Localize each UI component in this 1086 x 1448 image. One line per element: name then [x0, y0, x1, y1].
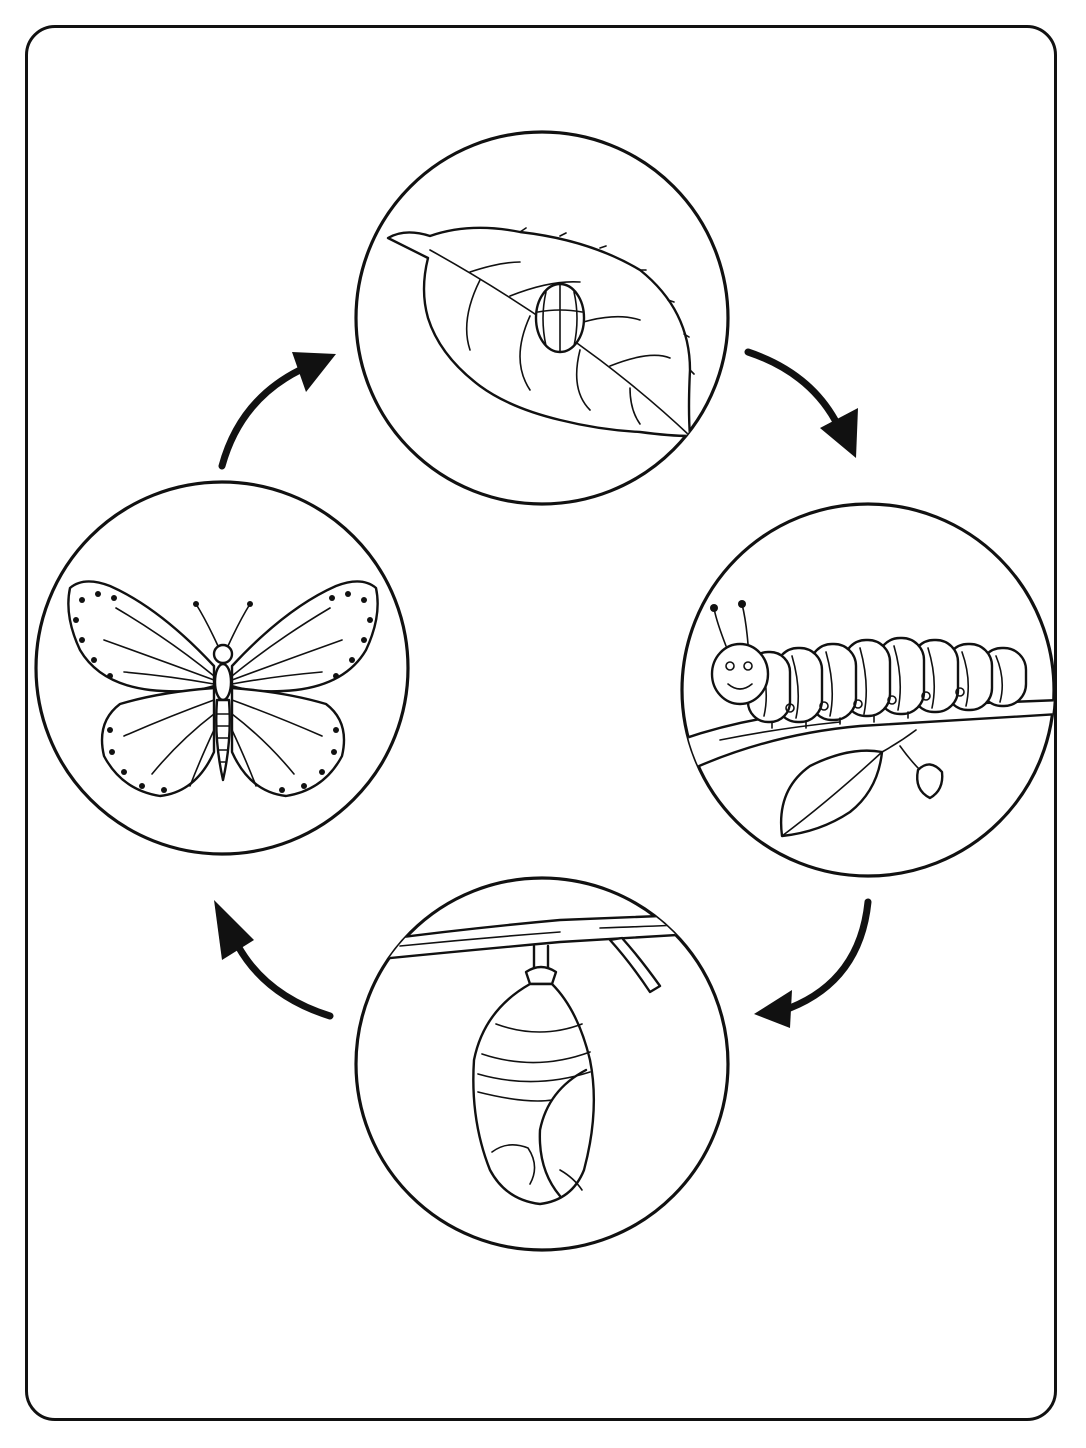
caterpillar-icon	[682, 600, 1054, 838]
caterpillar-body	[746, 636, 1028, 729]
stage-egg	[354, 130, 730, 506]
stage-caterpillar	[680, 502, 1056, 878]
stage-butterfly	[34, 480, 410, 856]
caterpillar-head	[710, 600, 770, 706]
butterfly-body	[193, 601, 253, 782]
stage-chrysalis	[354, 876, 730, 1252]
egg-icon	[534, 282, 586, 354]
arrow-chrysalis-to-butterfly	[214, 900, 334, 1020]
chrysalis-icon	[356, 910, 728, 1206]
arrow-butterfly-to-egg	[218, 352, 336, 470]
arrow-caterpillar-to-chrysalis	[754, 898, 872, 1028]
butterfly-icon	[67, 580, 379, 798]
egg-on-leaf-icon	[386, 226, 695, 438]
page-frame	[25, 25, 1057, 1421]
arrow-egg-to-caterpillar	[744, 348, 858, 458]
